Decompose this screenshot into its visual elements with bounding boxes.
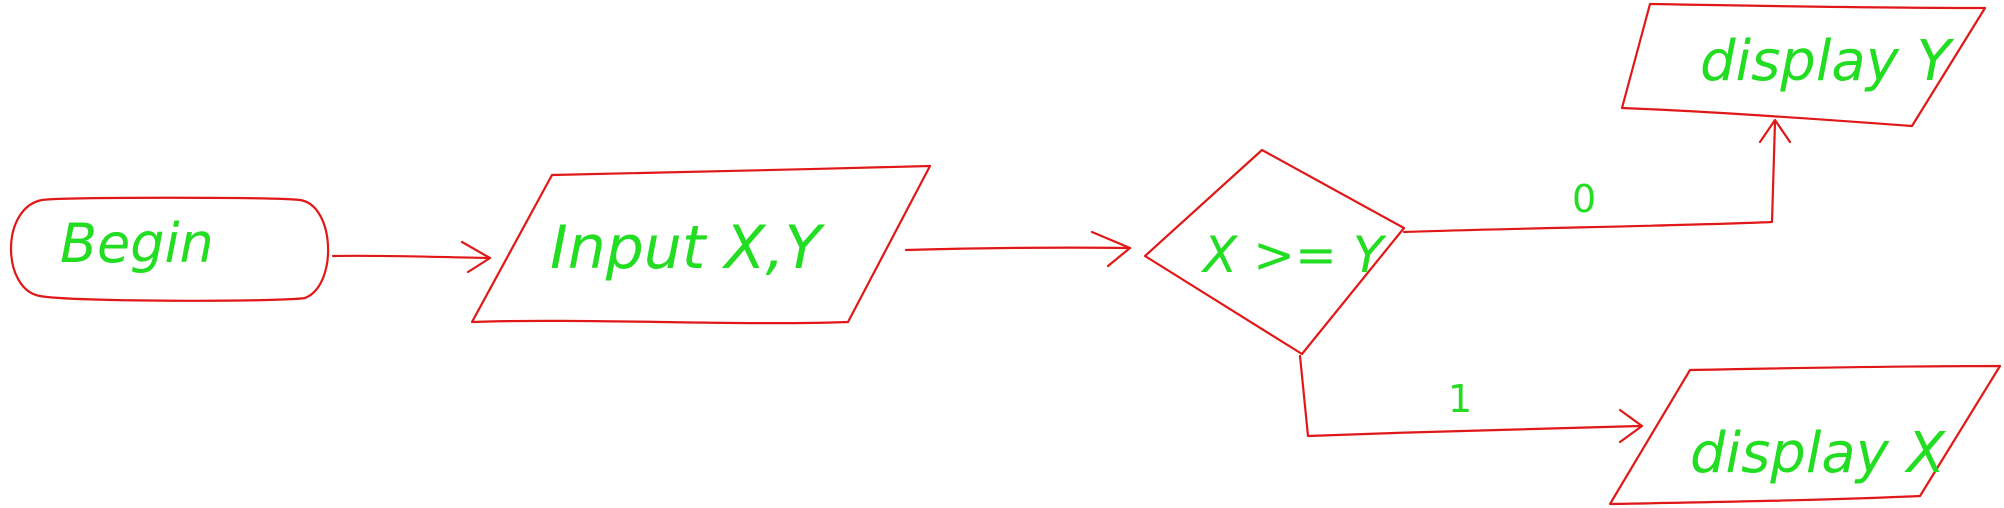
decision-label: X >= Y — [1200, 226, 1387, 284]
begin-node: Begin — [10, 196, 330, 302]
display-x-node: display X — [1608, 364, 2002, 506]
decision-node: X >= Y — [1143, 148, 1406, 356]
arrow-input-to-decision — [904, 230, 1132, 268]
arrow-decision-to-display-y: 0 — [1402, 118, 1792, 234]
display-y-node: display Y — [1620, 2, 1987, 128]
edge-label-no: 0 — [1572, 177, 1596, 221]
arrow-decision-to-display-x: 1 — [1298, 354, 1644, 444]
input-node: Input X,Y — [470, 164, 932, 325]
display-y-label: display Y — [1700, 29, 1955, 94]
begin-label: Begin — [60, 212, 214, 275]
arrow-begin-to-input — [331, 240, 492, 274]
edge-label-yes: 1 — [1448, 377, 1472, 421]
input-label: Input X,Y — [550, 213, 826, 283]
display-x-label: display X — [1690, 421, 1947, 486]
